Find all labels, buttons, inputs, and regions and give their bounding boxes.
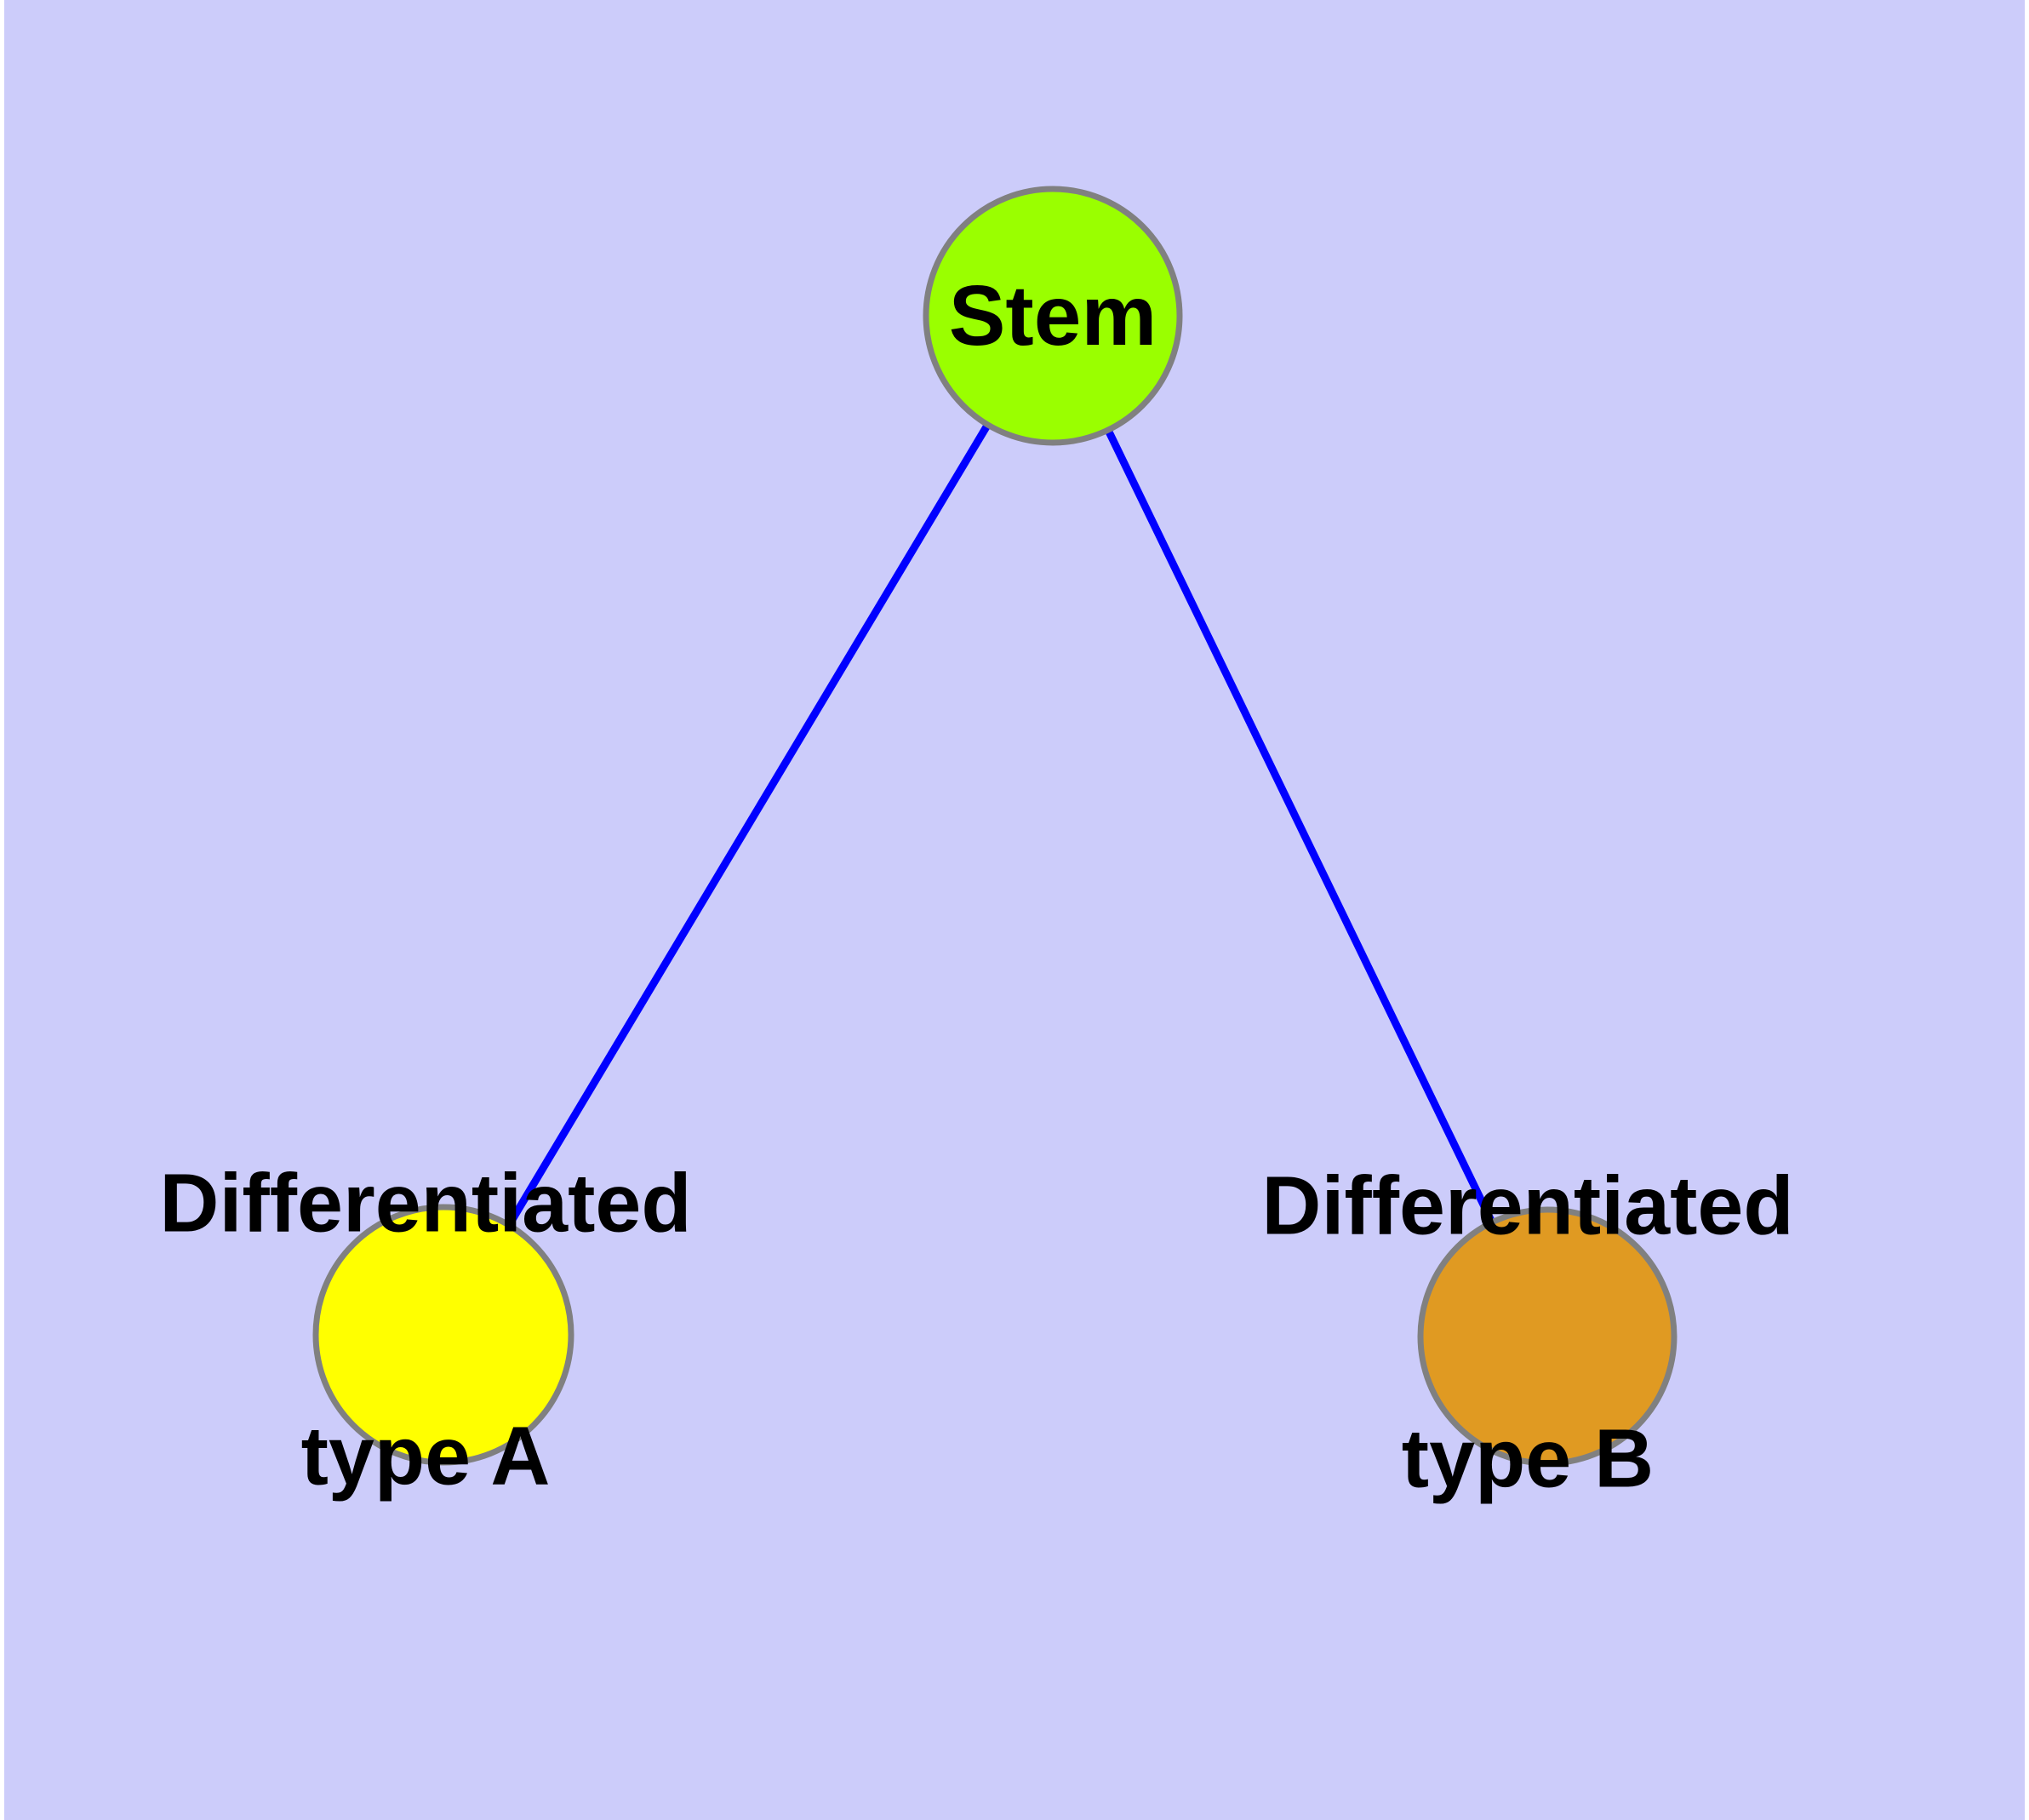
node-stem[interactable]	[923, 186, 1183, 446]
node-differentiated-type-a[interactable]	[312, 1204, 574, 1466]
edge-stem-to-type-b	[1049, 314, 1552, 1338]
edge-stem-to-type-a	[440, 313, 1056, 1337]
node-differentiated-type-b[interactable]	[1417, 1206, 1677, 1467]
edge-layer	[440, 313, 1552, 1338]
node-layer	[312, 186, 1677, 1467]
